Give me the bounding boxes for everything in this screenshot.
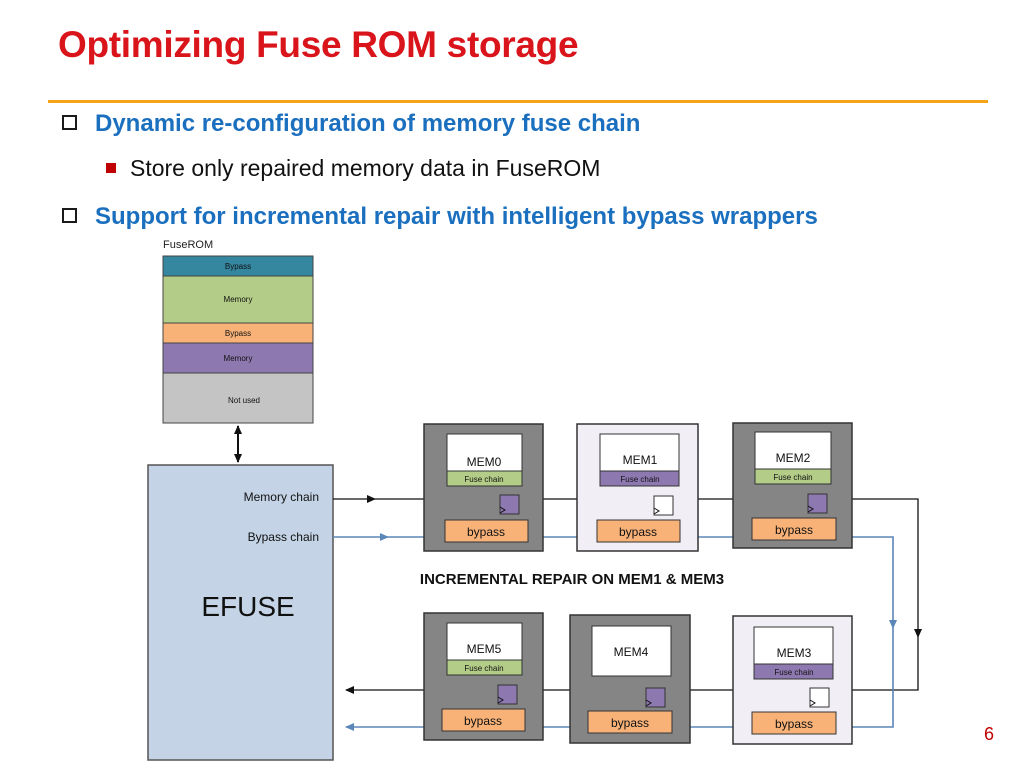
bypass-label: bypass [619,525,657,539]
bypass-chain-label: Bypass chain [248,530,319,544]
fuserom-section-label: Bypass [225,262,251,271]
memory-chain-label: Memory chain [244,490,319,504]
bypass-flop-icon [653,495,674,516]
fuserom-memory-section [162,342,314,374]
square-bullet-icon [106,163,116,173]
bypass-mux [587,710,673,734]
fuse-chain-label: Fuse chain [464,664,503,673]
memory-name: MEM1 [623,453,658,467]
bullet-text: Support for incremental repair with inte… [95,203,818,230]
fuserom-section-label: Not used [228,396,260,405]
bypass-label: bypass [464,714,502,728]
title-divider [48,100,988,103]
bypass-mux [444,519,529,543]
fuse-chain-label: Fuse chain [774,668,813,677]
page-number: 6 [984,724,995,744]
bypass-mux [751,517,837,541]
fuse-chain-segment [754,468,832,485]
bypass-label: bypass [611,716,649,730]
bypass-mux [751,711,837,735]
bypass-flop-icon [497,684,518,705]
memory-wrapper-mem3: MEM3 Fuse chain bypass [732,615,853,745]
fuserom-section-label: Bypass [225,329,251,338]
memory-name: MEM2 [776,451,811,465]
bypass-label: bypass [467,525,505,539]
memory-wrapper-mem1: MEM1 Fuse chain bypass [576,423,699,552]
memory-name: MEM3 [777,646,812,660]
bullet-dynamic-reconfig: Dynamic re-configuration of memory fuse … [62,110,640,138]
memory-wrapper-mem5: MEM5 Fuse chain bypass [423,612,544,741]
bypass-flop-icon [809,687,830,708]
fuse-chain-segment [446,470,523,487]
bypass-flop-icon [499,494,520,515]
efuse-label: EFUSE [201,591,294,622]
fuserom-block: Bypass Memory Bypass Memory Not used [162,255,314,424]
page-title: Optimizing Fuse ROM storage [58,24,579,65]
bypass-mux [441,708,526,732]
bypass-flop-icon [645,687,666,708]
sub-bullet-store-repaired: Store only repaired memory data in FuseR… [106,155,600,182]
bypass-label: bypass [775,523,813,537]
fuse-chain-segment [599,470,680,487]
fuse-chain-segment [446,659,523,676]
bypass-label: bypass [775,717,813,731]
bypass-flop-icon [807,493,828,514]
fuserom-label: FuseROM [163,239,213,251]
memory-name: MEM4 [614,645,649,659]
diagram-caption: INCREMENTAL REPAIR ON MEM1 & MEM3 [420,571,724,588]
sub-bullet-text: Store only repaired memory data in FuseR… [130,155,601,181]
memory-wrapper-mem2: MEM2 Fuse chain bypass [732,422,853,549]
bullet-incremental-repair: Support for incremental repair with inte… [62,203,818,231]
memory-wrapper-mem0: MEM0 Fuse chain bypass [423,423,544,552]
fuserom-section-label: Memory [224,354,253,363]
fuse-chain-label: Fuse chain [464,475,503,484]
checkbox-bullet-icon [62,208,77,223]
memory-wrapper-mem4: MEM4 bypass [569,614,691,744]
fuse-chain-label: Fuse chain [620,475,659,484]
efuse-block [147,464,334,761]
checkbox-bullet-icon [62,115,77,130]
bypass-mux [596,519,681,543]
memory-name: MEM5 [467,642,502,656]
fuse-chain-label: Fuse chain [773,473,812,482]
fuse-chain-segment [753,663,834,680]
fuserom-memory-section [162,275,314,324]
memory-name: MEM0 [467,455,502,469]
bullet-text: Dynamic re-configuration of memory fuse … [95,110,641,137]
fuserom-unused-section [162,372,314,424]
fuserom-section-label: Memory [224,295,253,304]
